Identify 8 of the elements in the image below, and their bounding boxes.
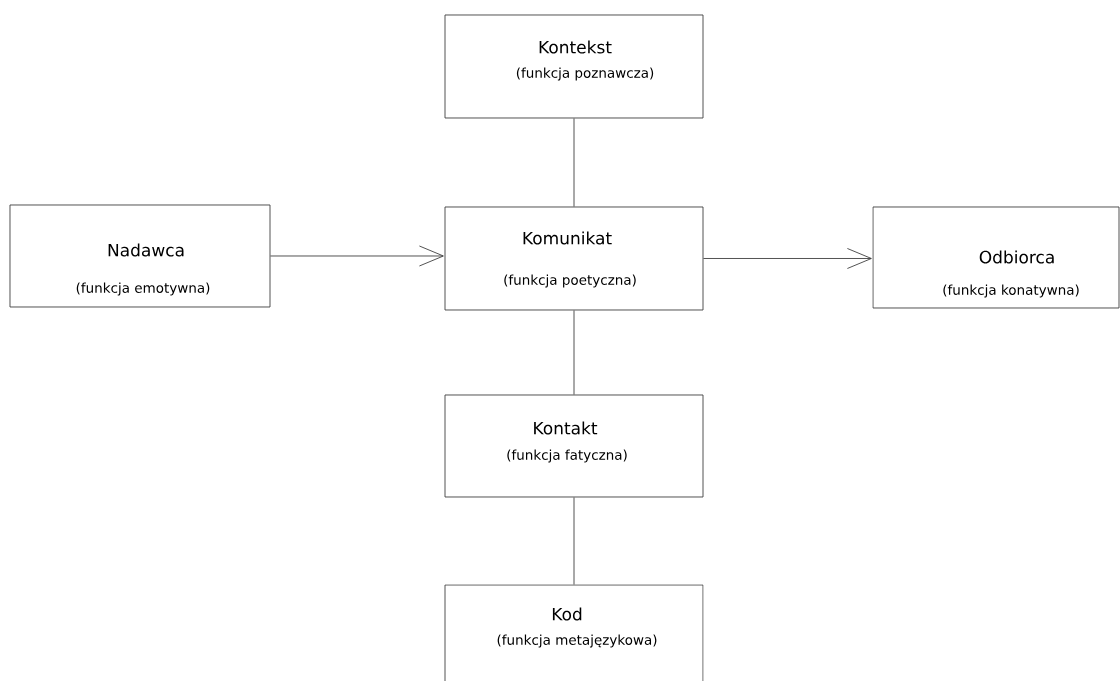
arrow: [703, 248, 872, 269]
text-box: Komunikat (funkcja poetyczna): [444, 206, 704, 311]
text-box: Kontekst (funkcja poznawcza): [444, 14, 704, 119]
text-box: Odbiorca (funkcja konatywna): [872, 206, 1120, 309]
text-box: Kontakt (funkcja fatyczna): [444, 394, 704, 498]
arrow: [270, 245, 444, 267]
text-box: Nadawca (funkcja emotywna): [9, 204, 271, 308]
text-box: Kod (funkcja metajęzykowa): [444, 584, 704, 681]
